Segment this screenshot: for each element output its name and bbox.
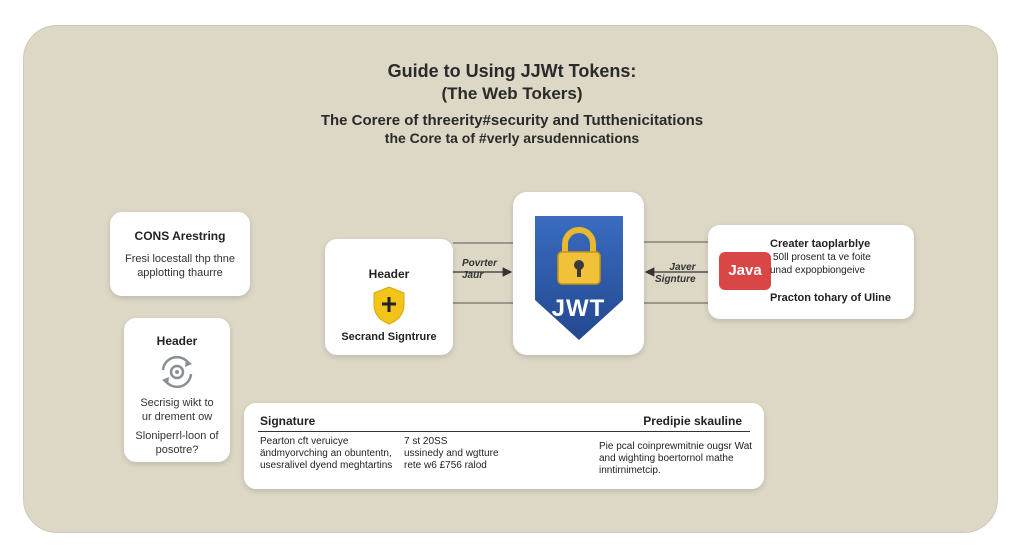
label-left: Povrter Jaur [462,258,497,282]
java-card-line: Creater taoplarblye [770,238,871,250]
signature-heading: Signature [260,414,316,428]
java-badge: Java [719,252,771,290]
signature-col-2: 7 st 20SS ussinedy and wgtture rete w6 £… [404,436,499,472]
java-card-line: Practon tohary of Uline [770,292,892,304]
divider [258,431,750,432]
signature-col-3: Pie pcal coinprewmitnie ougsr Wat and wi… [599,441,752,477]
cons-card-body: Fresi locestall thp thne applotting thau… [110,252,250,280]
label-right-line-1: Javer [669,262,696,273]
signature-line: 7 st 20SS [404,436,448,447]
signature-line: Pearton cft veruicye [260,436,349,447]
java-card-line: 50ll prosent ta ve foite [773,252,871,263]
java-card: Java Creater taoplarblye 50ll prosent ta… [708,225,914,319]
subtitle-line-1: The Corere of threerity#security and Tut… [320,112,704,129]
subtitle-line-2: the Core ta of #verly arsudennications [384,130,640,146]
header-card-left-line: Secrisig wikt to [140,397,214,409]
signature-line: rete w6 £756 ralod [404,460,487,471]
header-card-left-body: Secrisig wikt to ur drement ow [124,396,230,424]
signature-line: Pie pcal coinprewmitnie ougsr Wat [599,441,753,452]
cons-card: CONS Arestring Fresi locestall thp thne … [110,212,250,296]
refresh-icon [155,352,199,397]
header-card-left-heading: Header [156,334,198,348]
signature-col-1: Pearton cft veruicye ändmyorvching an ob… [260,436,392,472]
lock-icon [557,227,601,285]
header-card-heading: Header [368,267,410,281]
header-card: Header Secrand Signtrure [325,239,453,355]
label-left-line-2: Jaur [462,270,484,281]
cons-card-body-line: applotting thaurre [137,267,223,279]
jwt-shield [531,214,627,347]
label-right-line-2: Signture [655,274,696,285]
signature-line: inntirnimetcip. [599,465,661,476]
header-card-caption: Secrand Signtrure [341,331,437,343]
signature-card: Signature Predipie skauline Pearton cft … [244,403,764,489]
signature-line: ändmyorvching an obuntentn, [260,448,392,459]
header-card-left: Header Secrisig wikt to ur drement ow Sl… [124,318,230,462]
cons-card-heading: CONS Arestring [134,229,226,243]
shield-plus-icon [371,285,407,330]
page-title-sub: (The Web Tokers) [441,84,583,103]
header-card-left-body-2: Sloniperrl-loon of posotre? [124,429,230,457]
label-right: Javer Signture [655,262,696,286]
signature-line: ussinedy and wgtture [404,448,499,459]
header-card-left-line: Sloniperrl-loon of [135,430,219,442]
header-card-left-line: ur drement ow [141,411,213,423]
jwt-label: JWT [551,295,606,322]
signature-line: usesralivel dyend meghtartins [260,460,393,471]
page-title: Guide to Using JJWt Tokens: [387,61,637,81]
signature-line: and wighting boertornol mathe [599,453,734,464]
cons-card-body-line: Fresi locestall thp thne [124,253,236,265]
label-left-line-1: Povrter [462,258,498,269]
signature-heading-right: Predipie skauline [643,414,742,428]
header-card-left-line: posotre? [155,444,199,456]
java-card-line: unad expopbiongeive [770,265,866,276]
jwt-card: JWT [513,192,644,355]
